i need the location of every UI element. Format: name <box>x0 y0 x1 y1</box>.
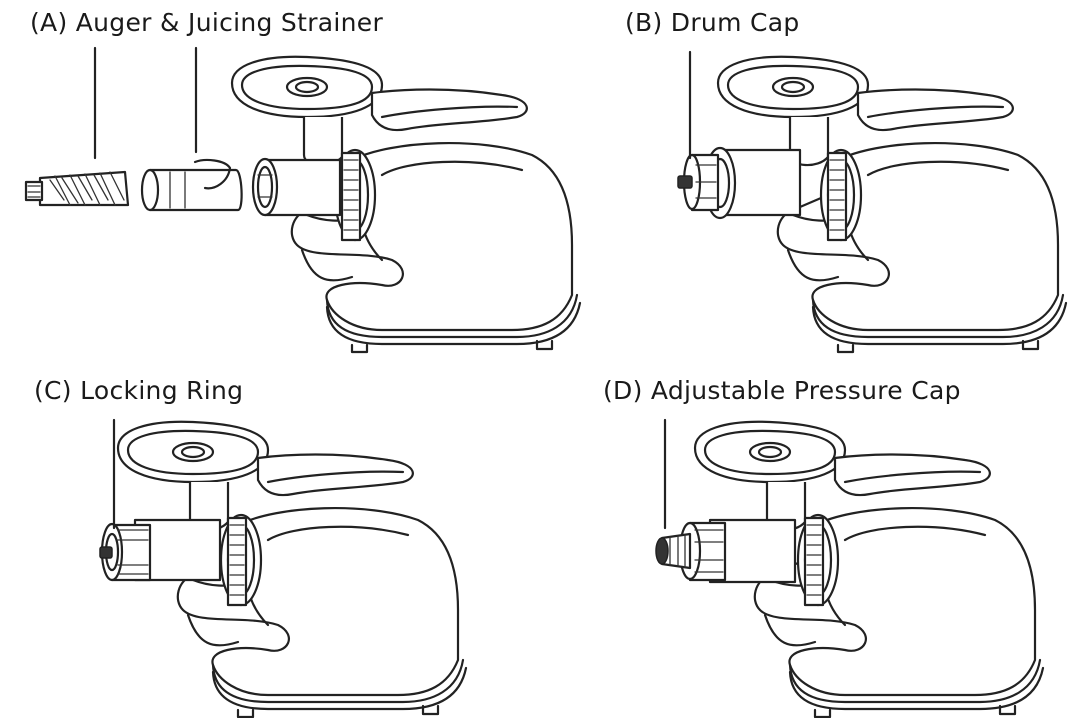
locking-ring <box>99 518 222 582</box>
panel-a <box>0 0 582 360</box>
panel-b-diagram <box>677 50 1068 354</box>
panel-b-label: (B) Drum Cap <box>625 8 800 37</box>
juicing-strainer <box>140 158 243 212</box>
drum-cap <box>677 146 802 220</box>
panel-d-diagram <box>655 418 1045 718</box>
panel-c-label: (C) Locking Ring <box>34 376 244 405</box>
panel-c-diagram <box>99 418 468 718</box>
panel-c <box>0 360 540 718</box>
panel-a-label: (A) Auger & Juicing Strainer <box>30 8 384 37</box>
panel-b <box>540 0 1085 360</box>
auger <box>24 170 130 207</box>
adjustable-pressure-cap <box>655 518 797 584</box>
panel-d-label: (D) Adjustable Pressure Cap <box>603 376 961 405</box>
panel-a-diagram <box>24 46 582 354</box>
panel-d <box>540 360 1085 718</box>
